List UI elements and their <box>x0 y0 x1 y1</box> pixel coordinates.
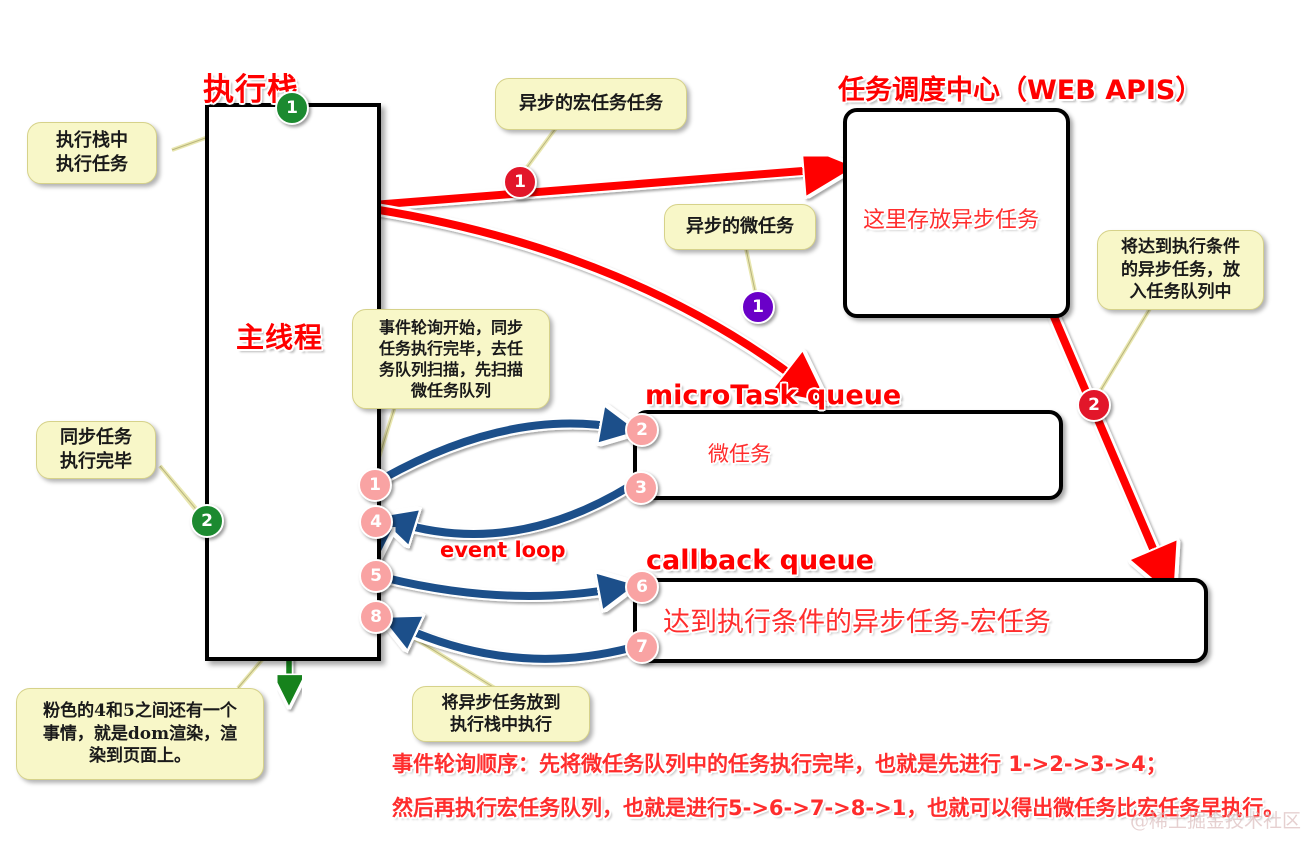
badge-sync-2: 2 <box>190 504 224 538</box>
microtask-queue-body-text: 微任务 <box>708 442 771 466</box>
callout-loop-start: 事件轮询开始，同步 任务执行完毕，去任 务队列扫描，先扫描 微任务队列 <box>352 309 550 409</box>
web-apis-title: 任务调度中心（WEB APIS） <box>838 75 1203 106</box>
callback-queue-box <box>633 578 1208 663</box>
main-thread-label: 主线程 <box>236 321 324 354</box>
summary-line1-part-c: ； <box>1145 752 1167 776</box>
callback-queue-title: callback queue <box>646 545 875 576</box>
callout-text: 事件轮询开始，同步 任务执行完毕，去任 务队列扫描，先扫描 微任务队列 <box>378 317 523 401</box>
badge-macro-1: 1 <box>503 165 537 199</box>
badge-webapis-2: 2 <box>1077 388 1111 422</box>
badge-loop-4: 4 <box>359 505 393 539</box>
callout-put-into-stack: 将异步任务放到 执行栈中执行 <box>412 686 590 742</box>
webapis-to-callback-arrow <box>1046 309 1166 578</box>
summary-line2-part-c: ，也就可以得出微任务比宏任务早执行。 <box>906 796 1285 820</box>
badge-loop-7: 7 <box>625 630 659 664</box>
badge-loop-3: 3 <box>624 471 658 505</box>
callout-sync-done: 同步任务 执行完毕 <box>36 421 156 479</box>
badge-loop-5: 5 <box>359 559 393 593</box>
microtask-queue-title: microTask queue <box>645 380 902 411</box>
badge-stack-top-1: 1 <box>275 91 309 125</box>
microtask-queue-box <box>633 410 1063 500</box>
callout-text: 同步任务 执行完毕 <box>60 427 132 472</box>
web-apis-body-text: 这里存放异步任务 <box>863 208 1040 233</box>
callout-ready-to-queue: 将达到执行条件 的异步任务，放 入任务队列中 <box>1097 230 1264 310</box>
callout-exec-in-stack: 执行栈中 执行任务 <box>27 122 157 184</box>
badge-loop-6: 6 <box>625 570 659 604</box>
event-loop-label: event loop <box>440 538 566 562</box>
badge-micro-1: 1 <box>741 290 775 324</box>
callout-text: 将异步任务放到 执行栈中执行 <box>441 692 561 735</box>
callout-text: 异步的宏任务任务 <box>519 93 663 115</box>
badge-loop-2: 2 <box>625 413 659 447</box>
callout-text: 粉色的4和5之间还有一个 事情，就是dom渲染，渲 染到页面上。 <box>42 701 238 767</box>
summary-line1-sequence: 1->2->3->4 <box>1008 752 1146 776</box>
callback-queue-body-text: 达到执行条件的异步任务-宏任务 <box>663 607 1051 638</box>
callout-async-microtask: 异步的微任务 <box>664 204 816 250</box>
callout-text: 异步的微任务 <box>686 216 794 238</box>
microtask-arrow <box>371 202 808 388</box>
macrotask-to-webapis-arrow <box>372 168 832 212</box>
summary-line-1: 事件轮询顺序：先将微任务队列中的任务执行完毕，也就是先进行 1->2->3->4… <box>392 748 1167 778</box>
execution-stack-box <box>205 103 381 661</box>
callout-text: 将达到执行条件 的异步任务，放 入任务队列中 <box>1121 237 1240 303</box>
badge-loop-8: 8 <box>359 600 393 634</box>
callout-text: 执行栈中 执行任务 <box>56 130 128 175</box>
callout-async-macrotask: 异步的宏任务任务 <box>495 78 687 130</box>
watermark: @稀土掘金技术社区 <box>1130 810 1302 832</box>
badge-loop-1: 1 <box>358 468 392 502</box>
callout-dom-render: 粉色的4和5之间还有一个 事情，就是dom渲染，渲 染到页面上。 <box>16 688 264 780</box>
web-apis-box <box>843 108 1070 318</box>
summary-line-2: 然后再执行宏任务队列，也就是进行5->6->7->8->1，也就可以得出微任务比… <box>392 792 1284 822</box>
summary-line1-part-a: 事件轮询顺序：先将微任务队列中的任务执行完毕，也就是先进行 <box>392 752 1009 776</box>
summary-line2-part-a: 然后再执行宏任务队列，也就是进行 <box>392 796 728 820</box>
summary-line2-sequence: 5->6->7->8->1 <box>728 796 907 820</box>
